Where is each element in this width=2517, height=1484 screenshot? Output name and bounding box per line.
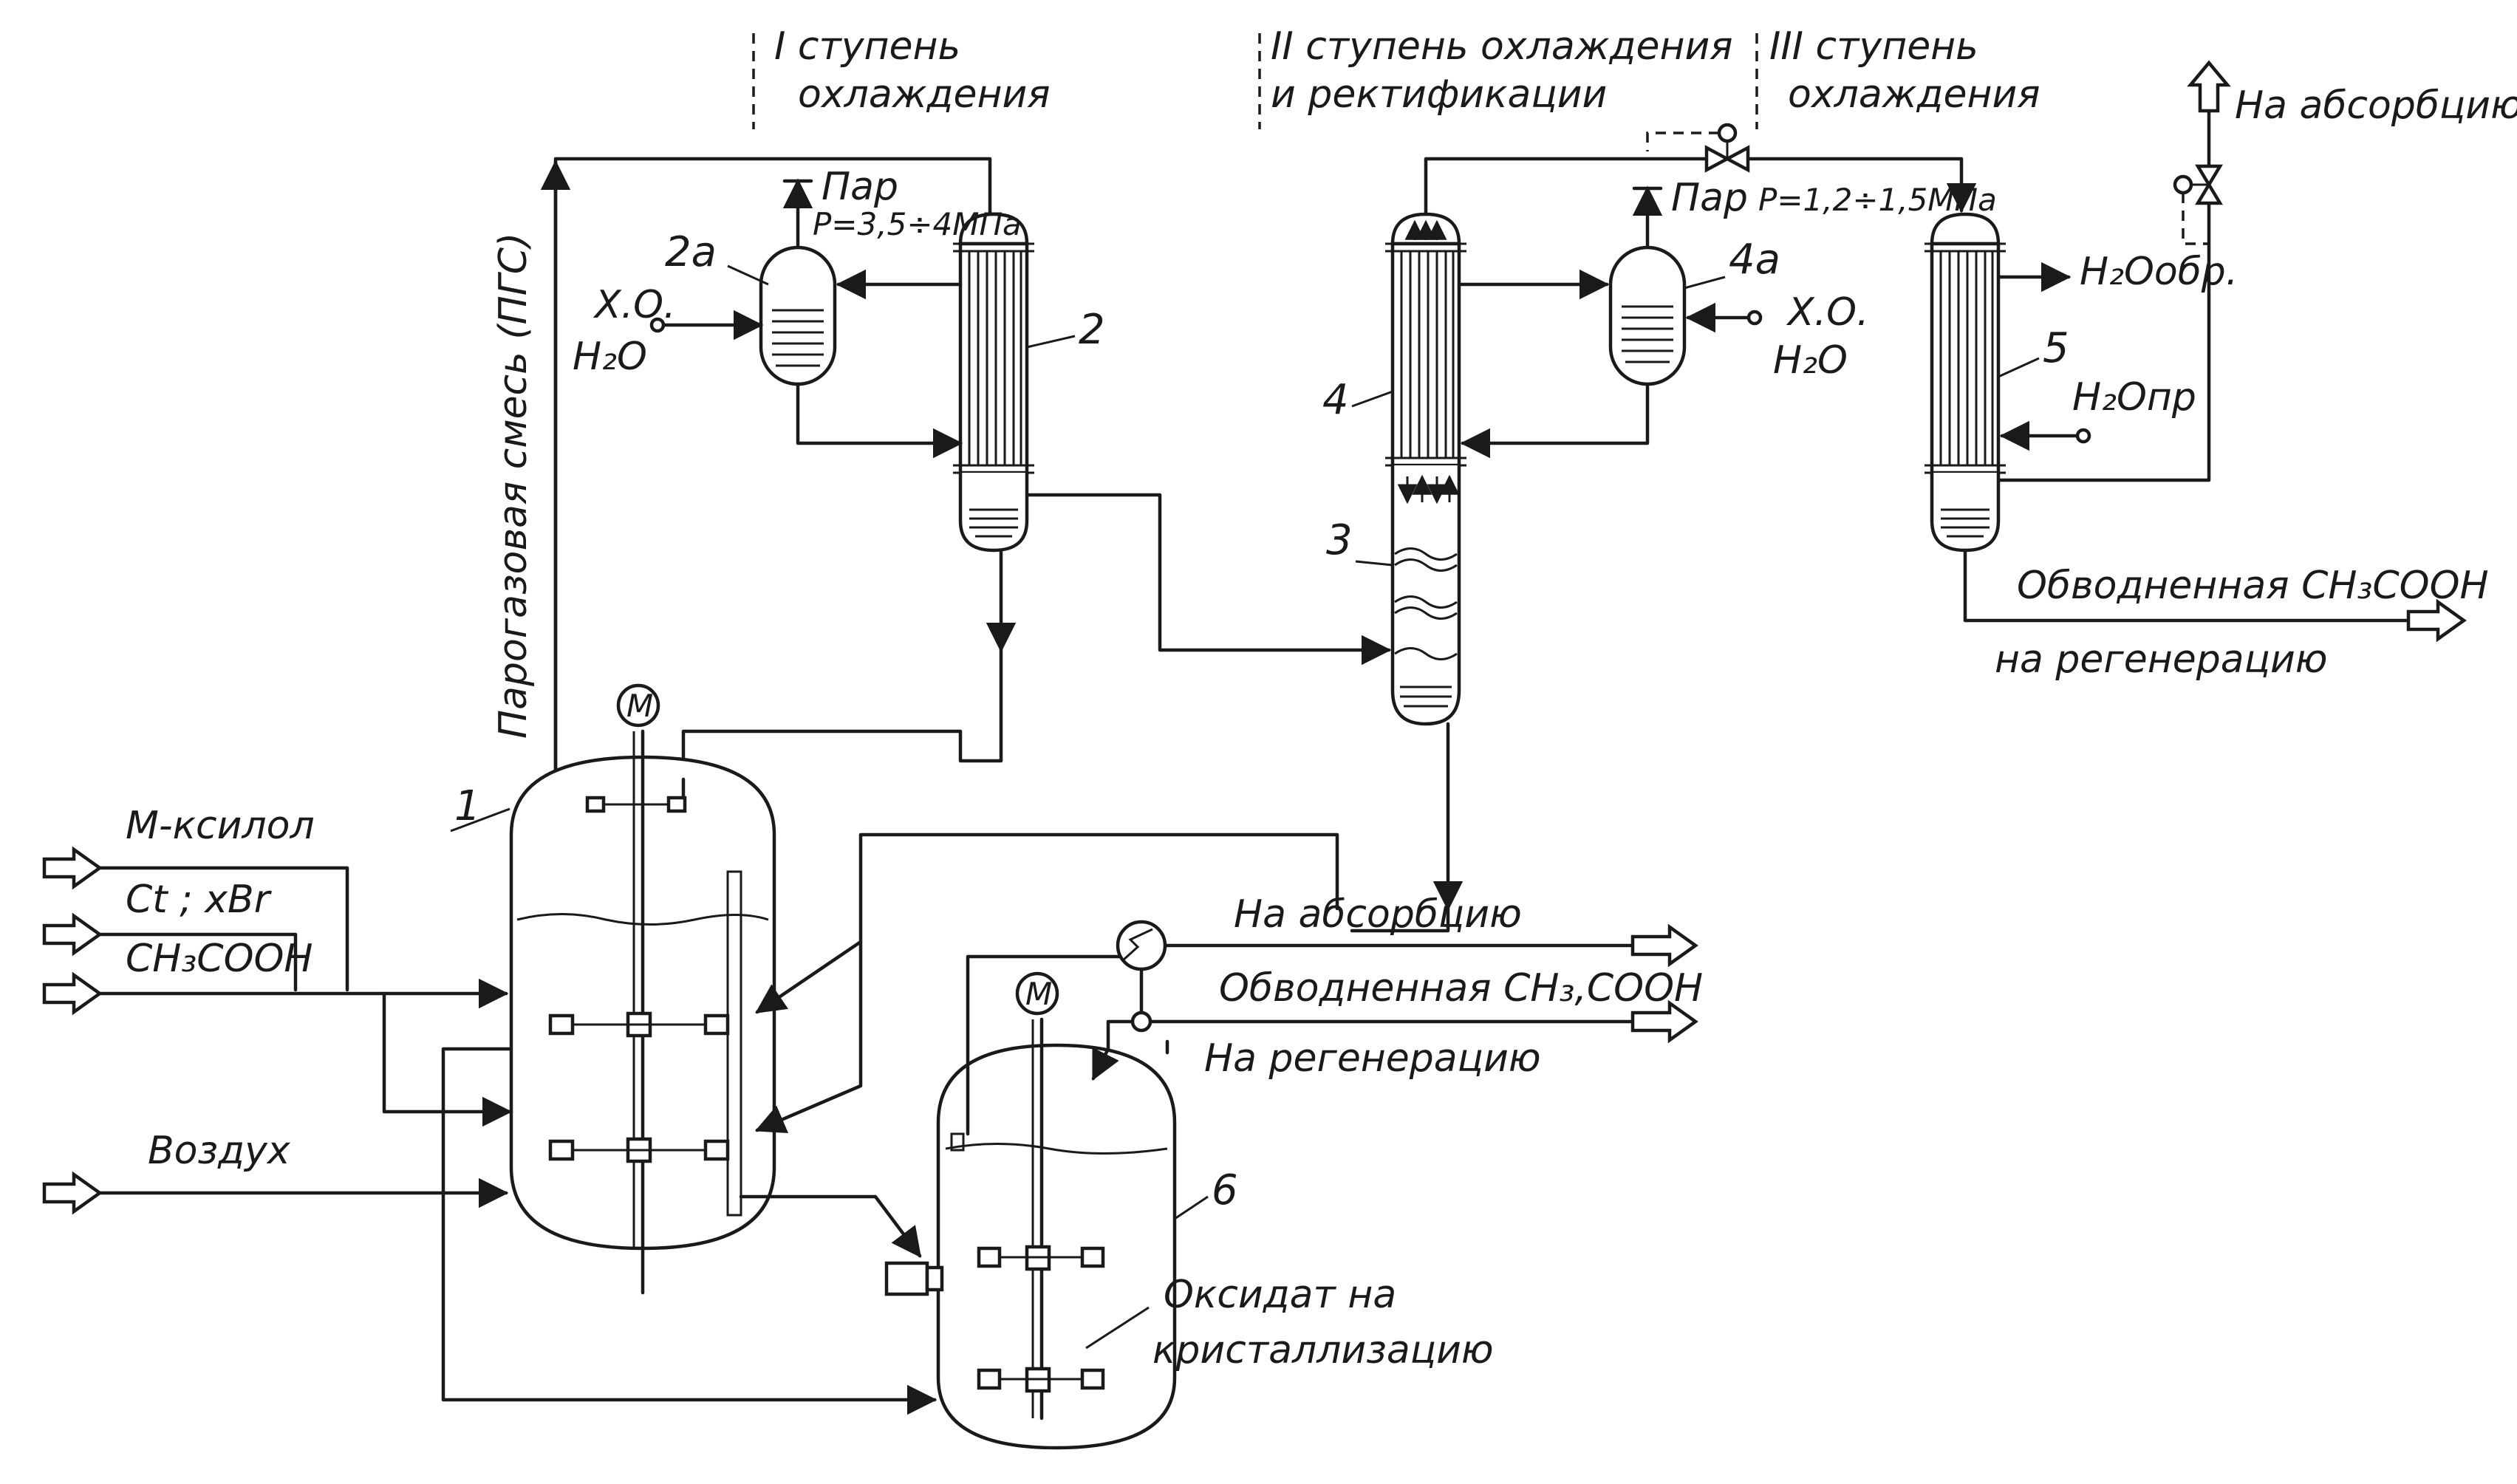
heat-exchanger-5: 5 H₂Oобр. H₂Oпр На абсорбцию Обводненная… (1925, 63, 2517, 682)
water-supply-label: H₂Oпр (2072, 375, 2196, 420)
stage-3-subtitle: охлаждения (1788, 72, 2040, 117)
steam-label-1: Пар (822, 165, 898, 209)
chem-water-right-label-2: H₂O (1773, 338, 1848, 383)
stage-1-header: I ступень охлаждения (754, 24, 1051, 129)
equipment-6-number: 6 (1212, 1166, 1238, 1214)
stage-3-header: III ступень охлаждения (1757, 24, 2040, 129)
equipment-4-number: 4 (1322, 376, 1349, 424)
stage-1-subtitle: охлаждения (798, 72, 1051, 117)
column-3-and-condenser-4: 4 3 (1322, 214, 1466, 909)
motor-2-label: M (1025, 976, 1052, 1012)
to-regeneration-top-label: на регенерацию (1995, 637, 2328, 682)
equipment-5-number: 5 (2043, 324, 2069, 372)
watered-acid-mid-label: Обводненная CH₃,COOH (1219, 966, 1703, 1011)
chem-water-right-label-1: Х.О. (1786, 290, 1869, 335)
stage-2-header: II ступень охлаждения и ректификации (1260, 24, 1733, 129)
chem-water-left-label-1: Х.О. (592, 283, 676, 327)
stage-2-title: II ступень охлаждения (1271, 24, 1733, 69)
water-return-label: H₂Oобр. (2080, 250, 2238, 294)
vapor-gas-mix-label: Парогазовая смесь (ПГС) (491, 233, 536, 739)
steam-drum-2a: Пар P=3,5÷4МПа 2а Х.О. H₂O (573, 165, 1022, 443)
watered-acid-top-label: Обводненная CH₃COOH (2017, 564, 2489, 608)
vessel-6: M 6 Оксидат на кристаллизацию На абсорбц… (887, 892, 1703, 1448)
to-regeneration-mid-label: На регенерацию (1204, 1036, 1541, 1081)
stage-1-title: I ступень (774, 24, 960, 69)
to-absorption-top-label: На абсорбцию (2235, 83, 2517, 128)
pressure-label-2: P=1,2÷1,5МПа (1758, 182, 1997, 218)
motor-1-label: M (626, 688, 653, 724)
heat-exchanger-2: 2 (953, 214, 1105, 550)
hx2-outlets (683, 495, 1389, 779)
reactor-1: M 1 (451, 685, 1337, 1293)
equipment-4a-number: 4а (1729, 236, 1780, 284)
oxidate-label-1: Оксидат на (1164, 1273, 1396, 1317)
vapor-gas-line: Парогазовая смесь (ПГС) (491, 159, 990, 768)
m-xylene-label: М-ксилол (126, 804, 315, 848)
stage-2-subtitle: и ректификации (1271, 72, 1607, 117)
stage-3-title: III ступень (1769, 24, 1978, 69)
catalyst-label: Ct ; xBr (126, 878, 273, 922)
acetic-acid-feed-label: CH₃COOH (126, 937, 313, 981)
steam-label-2: Пар (1671, 176, 1748, 220)
equipment-2a-number: 2а (665, 228, 717, 276)
equipment-3-number: 3 (1326, 516, 1353, 564)
pressure-label-1: P=3,5÷4МПа (813, 206, 1022, 242)
feed-inlets: М-ксилол Ct ; xBr CH₃COOH Воздух (44, 804, 935, 1400)
oxidate-label-2: кристаллизацию (1152, 1328, 1494, 1372)
equipment-2-number: 2 (1079, 306, 1105, 354)
chem-water-left-label-2: H₂O (573, 335, 647, 379)
equipment-1-number: 1 (454, 782, 481, 830)
air-label: Воздух (148, 1129, 291, 1173)
